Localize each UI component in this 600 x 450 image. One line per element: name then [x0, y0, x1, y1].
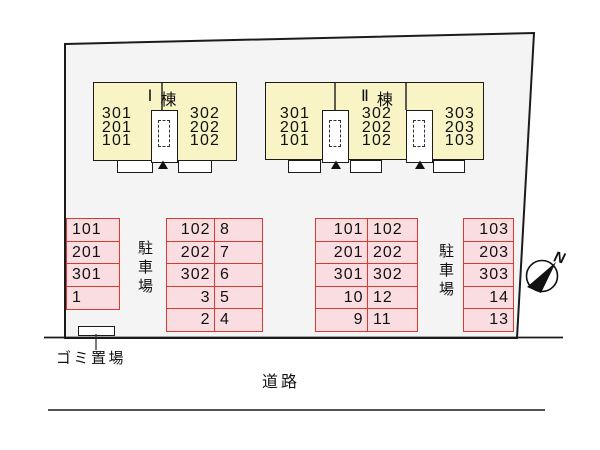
parking-space: 1	[66, 285, 120, 310]
building-1-porch-right	[178, 160, 212, 173]
parking-space: 7	[214, 240, 263, 265]
parking-space: 11	[367, 308, 418, 332]
building-2-stair-dashed-box-right	[413, 120, 425, 147]
building-2-porch-middle	[350, 160, 382, 173]
garbage-area-label: ゴミ置場	[56, 350, 127, 367]
building-2-stairwell-right	[406, 110, 433, 163]
building-2-suffix: 棟	[376, 92, 393, 109]
parking-space: 13	[463, 308, 514, 332]
parking-space: 102	[367, 218, 418, 242]
parking-space: 302	[367, 263, 418, 287]
parking-space: 102	[166, 218, 216, 242]
building-1-stairwell	[151, 110, 178, 163]
parking-space: 302	[166, 263, 216, 287]
building-2-units-right: 303 203 103	[444, 105, 476, 150]
parking-space: 3	[166, 285, 216, 310]
building-2-units-left: 301 201 101	[279, 105, 311, 150]
road-label: 道路	[262, 374, 301, 391]
building-2-porch-right	[433, 160, 465, 173]
building-2-stair-dashed-box-left	[329, 120, 341, 147]
parking-lot-label-right: 駐車場	[437, 243, 454, 300]
parking-space: 2	[166, 308, 216, 332]
parking-lot-label-left: 駐車場	[136, 240, 153, 297]
parking-space: 202	[367, 240, 418, 265]
building-1-units-left: 301 201 101	[101, 105, 133, 150]
building-1-suffix: 棟	[160, 92, 177, 109]
parking-space: 203	[463, 240, 514, 265]
building-2-numeral: Ⅱ	[361, 88, 369, 105]
parking-space: 202	[166, 240, 216, 265]
parking-space: 201	[66, 240, 120, 265]
building-1-porch-left	[117, 160, 153, 173]
building-1-stair-dashed-box	[158, 120, 170, 147]
parking-space: 301	[66, 263, 120, 287]
parking-space: 101	[315, 218, 369, 242]
parking-space: 10	[315, 285, 369, 310]
parking-space: 6	[214, 263, 263, 287]
parking-space: 303	[463, 263, 514, 287]
parking-space: 301	[315, 263, 369, 287]
parking-space: 4	[214, 308, 263, 332]
building-2-units-middle: 302 202 102	[361, 105, 393, 150]
building-1-title: Ⅰ 棟	[128, 86, 196, 110]
parking-space: 12	[367, 285, 418, 310]
parking-space: 5	[214, 285, 263, 310]
building-2	[265, 82, 484, 160]
building-2-title: Ⅱ 棟	[343, 86, 411, 110]
building-1-units-right: 302 202 102	[189, 105, 221, 150]
parking-space: 103	[463, 218, 514, 242]
building-1-numeral: Ⅰ	[147, 88, 153, 105]
parking-space: 101	[66, 218, 120, 242]
parking-space: 201	[315, 240, 369, 265]
building-2-stairwell-left	[322, 110, 349, 163]
building-2-porch-left	[288, 160, 321, 173]
parking-space: 14	[463, 285, 514, 310]
parking-space: 9	[315, 308, 369, 332]
parking-space: 8	[214, 218, 263, 242]
garbage-area-box	[78, 326, 115, 336]
